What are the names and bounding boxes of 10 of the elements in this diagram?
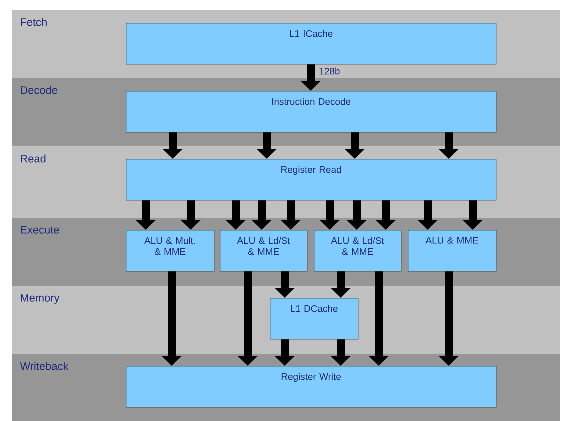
unit-box: ALU & MME: [408, 230, 497, 272]
unit-box: Instruction Decode: [126, 91, 497, 133]
edge-label: 128b: [320, 68, 340, 75]
unit-box: ALU & Ld/St & MME: [314, 230, 402, 272]
unit-box: ALU & Mult. & MME: [126, 230, 215, 272]
unit-box: ALU & Ld/St & MME: [220, 230, 308, 272]
unit-box: Register Write: [126, 366, 497, 408]
unit-box: Register Read: [126, 159, 497, 201]
unit-box: L1 DCache: [270, 298, 359, 340]
unit-box: L1 ICache: [126, 23, 497, 65]
